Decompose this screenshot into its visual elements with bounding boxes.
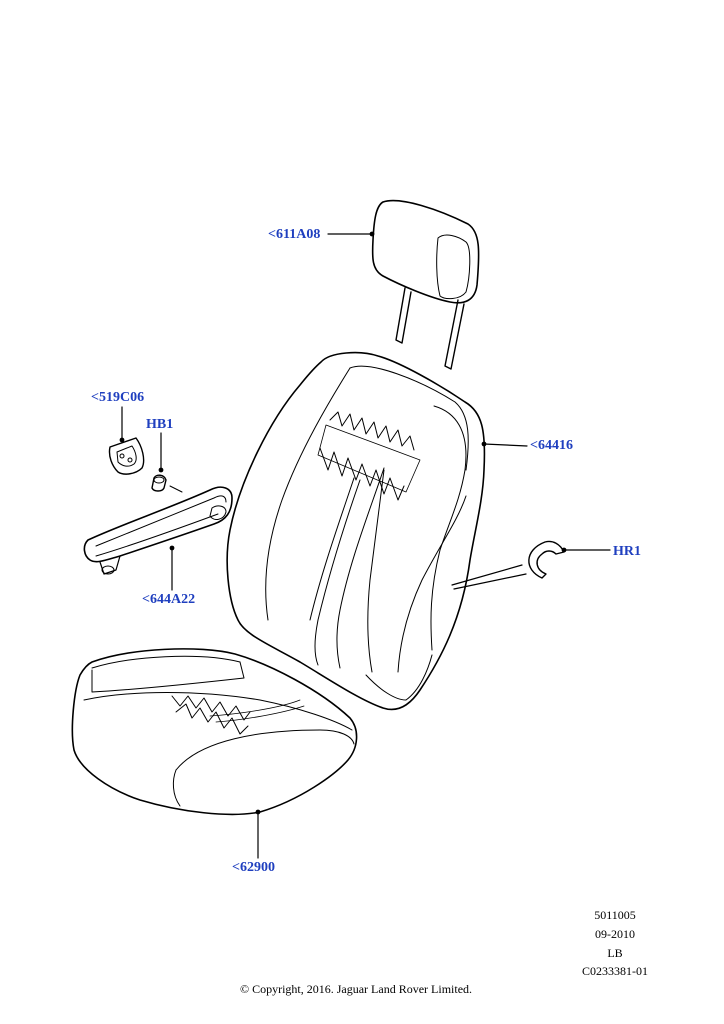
diagram-language: LB — [607, 946, 623, 960]
leader-lines — [121, 233, 611, 859]
callout-armrest[interactable]: <644A22 — [142, 592, 196, 607]
hr1-clip — [528, 540, 565, 579]
backrest — [226, 351, 527, 711]
callout-hb1[interactable]: HB1 — [146, 417, 174, 432]
callout-hr1[interactable]: HR1 — [613, 544, 641, 559]
callout-bracket[interactable]: <519C06 — [91, 390, 145, 405]
leader-dots — [119, 231, 567, 815]
bracket — [108, 437, 145, 475]
armrest — [83, 486, 233, 575]
diagram-date: 09-2010 — [595, 927, 635, 941]
seat-cushion — [71, 648, 358, 816]
diagram-code: 5011005 — [594, 908, 636, 922]
callout-backrest[interactable]: <64416 — [530, 438, 573, 453]
diagram-reference: C0233381-01 — [582, 964, 648, 978]
copyright-notice: © Copyright, 2016. Jaguar Land Rover Lim… — [239, 982, 473, 996]
callout-cushion[interactable]: <62900 — [232, 860, 275, 875]
hb1-bushing — [151, 474, 183, 493]
headrest — [371, 199, 480, 370]
callout-headrest[interactable]: <611A08 — [268, 227, 321, 242]
